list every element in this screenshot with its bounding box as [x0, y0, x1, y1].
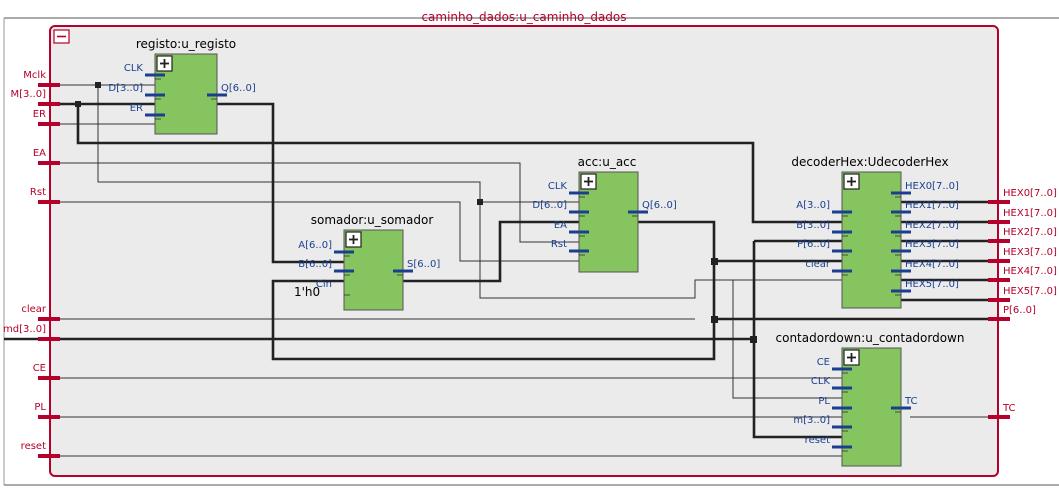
- input-pin-reset[interactable]: reset: [21, 441, 60, 458]
- port-out-hex3-7-0: HEX3[7..0]: [905, 239, 959, 250]
- output-label-tc: TC: [1002, 403, 1016, 414]
- input-pin-pl[interactable]: PL: [34, 402, 60, 419]
- port-in-d-3-0: D[3..0]: [108, 83, 143, 94]
- output-pin-hex3-7-0[interactable]: HEX3[7..0]: [988, 247, 1057, 263]
- output-pin-hex0-7-0[interactable]: HEX0[7..0]: [988, 188, 1057, 204]
- module-frame: [49, 25, 999, 477]
- port-in-clk: CLK: [548, 181, 568, 192]
- input-label-clear: clear: [21, 304, 47, 315]
- input-label-reset: reset: [21, 441, 46, 452]
- expand-icon[interactable]: [843, 173, 860, 190]
- expand-icon[interactable]: [345, 231, 362, 248]
- port-in-clk: CLK: [811, 376, 831, 387]
- block-title: decoderHex:UdecoderHex: [791, 155, 948, 169]
- input-pin-clear[interactable]: clear: [21, 304, 60, 321]
- port-in-er: ER: [130, 103, 143, 114]
- output-pin-p-6-0[interactable]: P[6..0]: [988, 305, 1036, 321]
- port-in-m-3-0: m[3..0]: [793, 415, 830, 426]
- output-label-hex3-7-0: HEX3[7..0]: [1003, 247, 1057, 258]
- input-label-mclk: Mclk: [23, 70, 46, 81]
- port-in-p-6-0: P[6..0]: [797, 239, 830, 250]
- input-label-rst: Rst: [30, 187, 46, 198]
- expand-icon[interactable]: [156, 55, 173, 72]
- input-label-ce: CE: [33, 363, 46, 374]
- expand-icon[interactable]: [580, 173, 597, 190]
- output-pin-hex1-7-0[interactable]: HEX1[7..0]: [988, 208, 1057, 224]
- port-out-q-6-0: Q[6..0]: [642, 200, 677, 211]
- port-in-d-6-0: D[6..0]: [532, 200, 567, 211]
- port-in-cin: Cin: [316, 279, 332, 290]
- block-title: contadordown:u_contadordown: [776, 331, 965, 345]
- block-title: registo:u_registo: [136, 37, 236, 51]
- port-out-tc: TC: [904, 396, 918, 407]
- port-out-s-6-0: S[6..0]: [407, 259, 440, 270]
- input-label-ea: EA: [33, 148, 46, 159]
- input-label-er: ER: [33, 109, 46, 120]
- input-pin-m-3-0[interactable]: M[3..0]: [10, 89, 60, 106]
- input-pin-ea[interactable]: EA: [33, 148, 60, 165]
- input-pin-er[interactable]: ER: [33, 109, 60, 126]
- port-in-a-3-0: A[3..0]: [796, 200, 830, 211]
- output-label-hex0-7-0: HEX0[7..0]: [1003, 188, 1057, 199]
- module-title: caminho_dados:u_caminho_dados: [421, 10, 626, 24]
- collapse-button[interactable]: [53, 29, 70, 44]
- port-in-pl: PL: [818, 396, 830, 407]
- output-pin-tc[interactable]: TC: [988, 403, 1016, 419]
- input-label-m-3-0: M[3..0]: [10, 89, 46, 100]
- port-in-a-6-0: A[6..0]: [298, 240, 332, 251]
- cin-constant: 1'h0: [294, 285, 320, 299]
- output-label-hex5-7-0: HEX5[7..0]: [1003, 286, 1057, 297]
- port-in-ea: EA: [554, 220, 567, 231]
- input-label-pl: PL: [34, 402, 46, 413]
- port-out-q-6-0: Q[6..0]: [221, 83, 256, 94]
- port-out-hex1-7-0: HEX1[7..0]: [905, 200, 959, 211]
- input-label-md-3-0: md[3..0]: [3, 324, 46, 335]
- output-label-hex1-7-0: HEX1[7..0]: [1003, 208, 1057, 219]
- output-pin-hex4-7-0[interactable]: HEX4[7..0]: [988, 266, 1057, 282]
- input-pin-md-3-0[interactable]: md[3..0]: [3, 324, 60, 341]
- output-label-p-6-0: P[6..0]: [1003, 305, 1036, 316]
- block-title: acc:u_acc: [578, 155, 637, 169]
- wire-layer-bus: [4, 102, 1000, 439]
- junctions: [75, 82, 757, 343]
- expand-icon[interactable]: [843, 349, 860, 366]
- port-in-b-6-0: B[6..0]: [298, 259, 332, 270]
- output-pin-hex5-7-0[interactable]: HEX5[7..0]: [988, 286, 1057, 302]
- output-label-hex4-7-0: HEX4[7..0]: [1003, 266, 1057, 277]
- port-in-ce: CE: [817, 357, 830, 368]
- input-pin-mclk[interactable]: Mclk: [23, 70, 60, 87]
- port-out-hex4-7-0: HEX4[7..0]: [905, 259, 959, 270]
- wire-layer-thin: [52, 84, 1000, 457]
- port-out-hex0-7-0: HEX0[7..0]: [905, 181, 959, 192]
- port-in-clk: CLK: [124, 63, 144, 74]
- output-label-hex2-7-0: HEX2[7..0]: [1003, 227, 1057, 238]
- block-title: somador:u_somador: [311, 213, 434, 227]
- input-pin-rst[interactable]: Rst: [30, 187, 60, 204]
- port-in-reset: reset: [805, 435, 830, 446]
- port-out-hex2-7-0: HEX2[7..0]: [905, 220, 959, 231]
- port-in-rst: Rst: [551, 239, 567, 250]
- port-in-clear: clear: [805, 259, 831, 270]
- output-pin-hex2-7-0[interactable]: HEX2[7..0]: [988, 227, 1057, 243]
- input-pin-ce[interactable]: CE: [33, 363, 60, 380]
- port-out-hex5-7-0: HEX5[7..0]: [905, 279, 959, 290]
- port-in-b-3-0: B[3..0]: [796, 220, 830, 231]
